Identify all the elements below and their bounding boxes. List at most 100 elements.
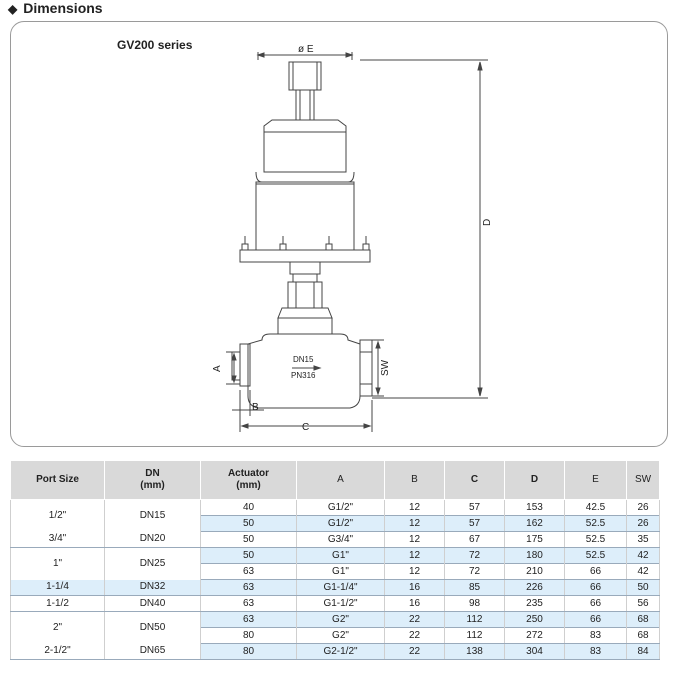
cell-port-size: 1/2" — [10, 499, 105, 532]
cell-b: 22 — [384, 627, 445, 644]
cell-a: G1-1/4" — [296, 579, 385, 596]
cell-sw: 68 — [626, 627, 660, 644]
cell-d: 272 — [504, 627, 565, 644]
cell-d: 210 — [504, 563, 565, 580]
cell-dn: DN25 — [104, 547, 201, 580]
diamond-bullet-icon: ◆ — [8, 2, 18, 16]
cell-c: 138 — [444, 643, 505, 660]
cell-actuator: 50 — [200, 547, 297, 564]
cell-actuator: 80 — [200, 627, 297, 644]
cell-sw: 42 — [626, 563, 660, 580]
section-heading-text: Dimensions — [23, 0, 103, 16]
cell-d: 180 — [504, 547, 565, 564]
dim-sw-label: SW — [380, 359, 391, 376]
cell-dn: DN65 — [104, 643, 201, 660]
cell-a: G2" — [296, 611, 385, 628]
cell-actuator: 63 — [200, 563, 297, 580]
cell-a: G1" — [296, 563, 385, 580]
cell-c: 98 — [444, 595, 505, 612]
cell-dn: DN32 — [104, 579, 201, 596]
cell-sw: 26 — [626, 515, 660, 532]
cell-b: 16 — [384, 595, 445, 612]
cell-port-size: 2-1/2" — [10, 643, 105, 660]
body-pn-marking: PN316 — [291, 371, 316, 380]
cell-sw: 42 — [626, 547, 660, 564]
cell-b: 12 — [384, 499, 445, 516]
dim-c-label: C — [302, 422, 309, 433]
cell-b: 22 — [384, 643, 445, 660]
body-dn-marking: DN15 — [293, 355, 314, 364]
cell-d: 250 — [504, 611, 565, 628]
cell-dn: DN40 — [104, 595, 201, 612]
cell-a: G2-1/2" — [296, 643, 385, 660]
cell-actuator: 63 — [200, 579, 297, 596]
cell-sw: 26 — [626, 499, 660, 516]
cell-actuator: 63 — [200, 595, 297, 612]
cell-d: 175 — [504, 531, 565, 548]
cell-c: 112 — [444, 611, 505, 628]
cell-e: 52.5 — [564, 547, 627, 564]
table-header-row: Port Size DN (mm) Actuator (mm) A B C D … — [10, 460, 660, 500]
cell-a: G1" — [296, 547, 385, 564]
cell-port-size: 1-1/2 — [10, 595, 105, 612]
cell-b: 12 — [384, 531, 445, 548]
cell-c: 67 — [444, 531, 505, 548]
drawing-panel — [10, 21, 668, 447]
cell-c: 57 — [444, 515, 505, 532]
dimensions-table: Port Size DN (mm) Actuator (mm) A B C D … — [10, 460, 660, 660]
cell-e: 83 — [564, 627, 627, 644]
cell-sw: 50 — [626, 579, 660, 596]
cell-port-size: 1" — [10, 547, 105, 580]
cell-b: 12 — [384, 515, 445, 532]
section-heading: ◆ Dimensions — [8, 0, 103, 16]
cell-port-size: 3/4" — [10, 531, 105, 548]
cell-dn: DN15 — [104, 499, 201, 532]
header-port-size: Port Size — [10, 460, 105, 500]
cell-a: G3/4" — [296, 531, 385, 548]
dim-b-label: B — [252, 402, 259, 413]
header-a: A — [296, 460, 385, 500]
header-c: C — [444, 460, 505, 500]
cell-actuator: 40 — [200, 499, 297, 516]
header-d: D — [504, 460, 565, 500]
cell-actuator: 80 — [200, 643, 297, 660]
dim-d-label: D — [482, 219, 493, 226]
cell-actuator: 50 — [200, 531, 297, 548]
cell-port-size: 1-1/4 — [10, 579, 105, 596]
header-b: B — [384, 460, 445, 500]
cell-c: 72 — [444, 563, 505, 580]
cell-c: 112 — [444, 627, 505, 644]
cell-a: G2" — [296, 627, 385, 644]
cell-e: 83 — [564, 643, 627, 660]
cell-c: 57 — [444, 499, 505, 516]
cell-sw: 35 — [626, 531, 660, 548]
cell-e: 52.5 — [564, 515, 627, 532]
cell-a: G1/2" — [296, 515, 385, 532]
cell-port-size: 2" — [10, 611, 105, 644]
cell-b: 12 — [384, 547, 445, 564]
cell-d: 153 — [504, 499, 565, 516]
cell-c: 72 — [444, 547, 505, 564]
cell-d: 304 — [504, 643, 565, 660]
cell-e: 66 — [564, 579, 627, 596]
cell-sw: 56 — [626, 595, 660, 612]
dim-e-label: ø E — [298, 44, 314, 55]
cell-sw: 84 — [626, 643, 660, 660]
cell-actuator: 50 — [200, 515, 297, 532]
cell-e: 66 — [564, 563, 627, 580]
cell-a: G1/2" — [296, 499, 385, 516]
cell-sw: 68 — [626, 611, 660, 628]
dim-a-label: A — [212, 365, 223, 372]
header-actuator: Actuator (mm) — [200, 460, 297, 500]
cell-c: 85 — [444, 579, 505, 596]
cell-dn: DN50 — [104, 611, 201, 644]
